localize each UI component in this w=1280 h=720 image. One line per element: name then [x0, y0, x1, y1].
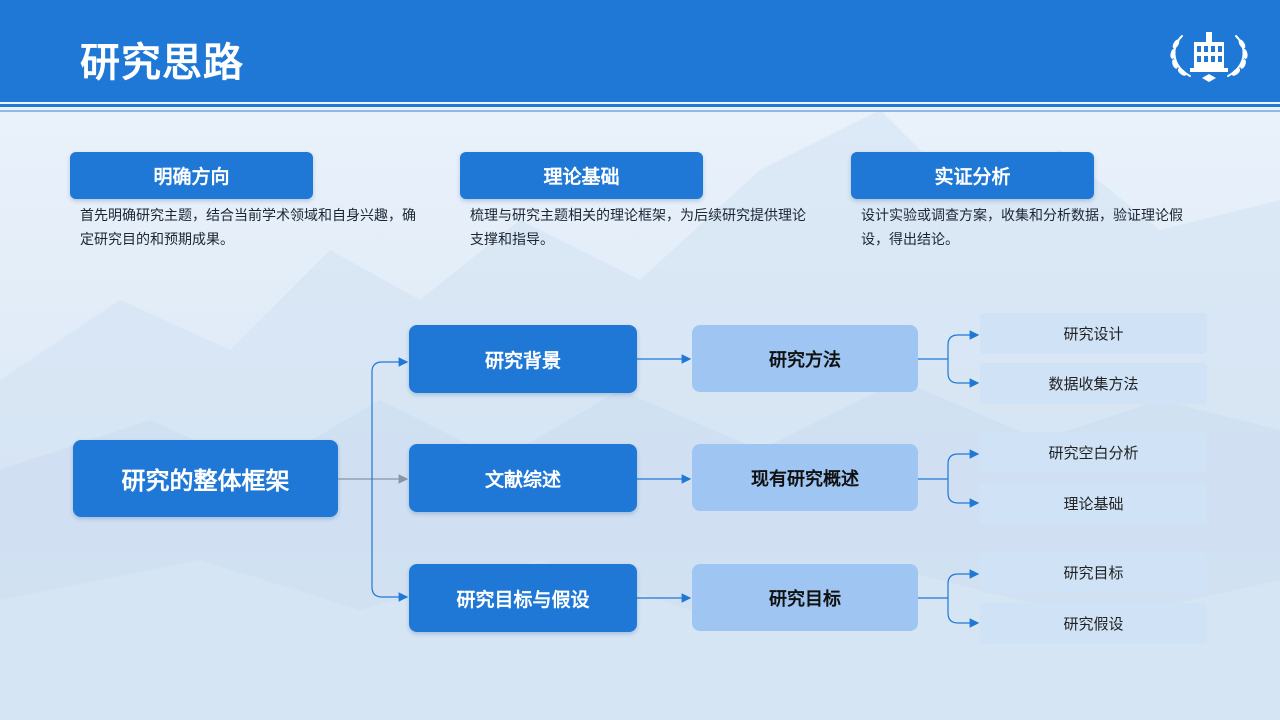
step-desc-theory: 梳理与研究主题相关的理论框架，为后续研究提供理论支撑和指导。	[470, 208, 806, 248]
step-desc-direction: 首先明确研究主题，结合当前学术领域和自身兴趣，确定研究目的和预期成果。	[80, 208, 416, 248]
leaf-node-research-goal: 研究目标	[980, 552, 1207, 593]
leaf-node-research-hypothesis: 研究假设	[980, 603, 1207, 644]
step-label-theory: 理论基础	[460, 152, 703, 199]
step-label-direction: 明确方向	[70, 152, 313, 199]
middle-node-existing-research: 现有研究概述	[692, 444, 918, 511]
branch-node-goals: 研究目标与假设	[409, 564, 637, 632]
step-label-empirical: 实证分析	[851, 152, 1094, 199]
laurel-wreath-building-emblem-icon	[1170, 32, 1248, 82]
leaf-node-research-design: 研究设计	[980, 313, 1207, 354]
header-divider-thin	[0, 110, 1280, 112]
header-bar	[0, 0, 1280, 102]
branch-node-literature: 文献综述	[409, 444, 637, 512]
root-node: 研究的整体框架	[73, 440, 338, 517]
middle-node-methods: 研究方法	[692, 325, 918, 392]
branch-node-background: 研究背景	[409, 325, 637, 393]
header-divider	[0, 104, 1280, 107]
step-desc-empirical: 设计实验或调查方案，收集和分析数据，验证理论假设，得出结论。	[861, 208, 1183, 248]
leaf-node-theory-basis: 理论基础	[980, 483, 1207, 524]
page-title: 研究思路	[80, 40, 244, 86]
leaf-node-research-gap: 研究空白分析	[980, 432, 1207, 473]
leaf-node-data-collection: 数据收集方法	[980, 363, 1207, 404]
middle-node-objectives: 研究目标	[692, 564, 918, 631]
